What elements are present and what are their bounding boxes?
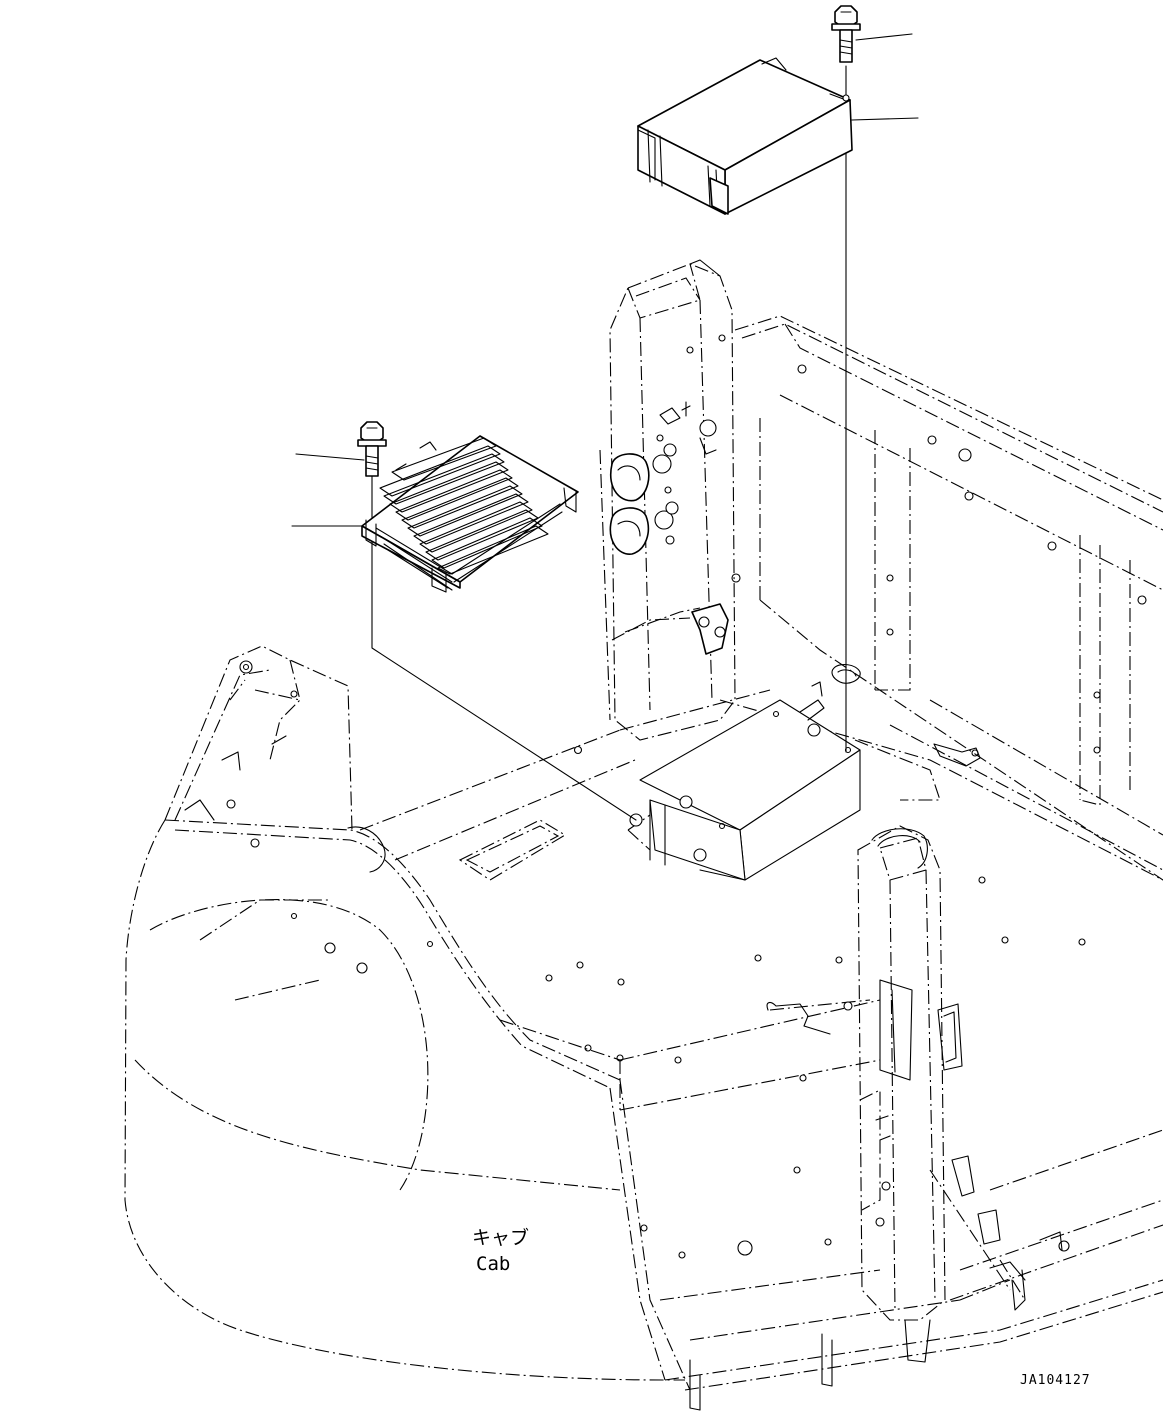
mounted-controller-bracket [627, 663, 981, 881]
ecm-finned-controller [361, 435, 579, 593]
cab-label-japanese: キャブ [472, 1226, 529, 1249]
cooling-fins [379, 437, 549, 575]
lower-bolt [357, 421, 387, 477]
figure-code: JA104127 [1020, 1373, 1091, 1388]
cab-body [124, 819, 691, 1391]
left-pillar-tower [599, 259, 741, 741]
callout-leaders [291, 33, 919, 527]
cab-frame [164, 645, 353, 848]
upper-bolt [831, 5, 861, 63]
right-pillar-tower [766, 825, 1001, 1321]
front-skirt [664, 1231, 1163, 1411]
leader-upper-bolt [855, 33, 913, 41]
cab-label-english: Cab [476, 1253, 510, 1275]
leader-upper-box [851, 117, 919, 121]
upper-controller-box [637, 57, 853, 215]
leader-lower-bolt [295, 453, 365, 461]
